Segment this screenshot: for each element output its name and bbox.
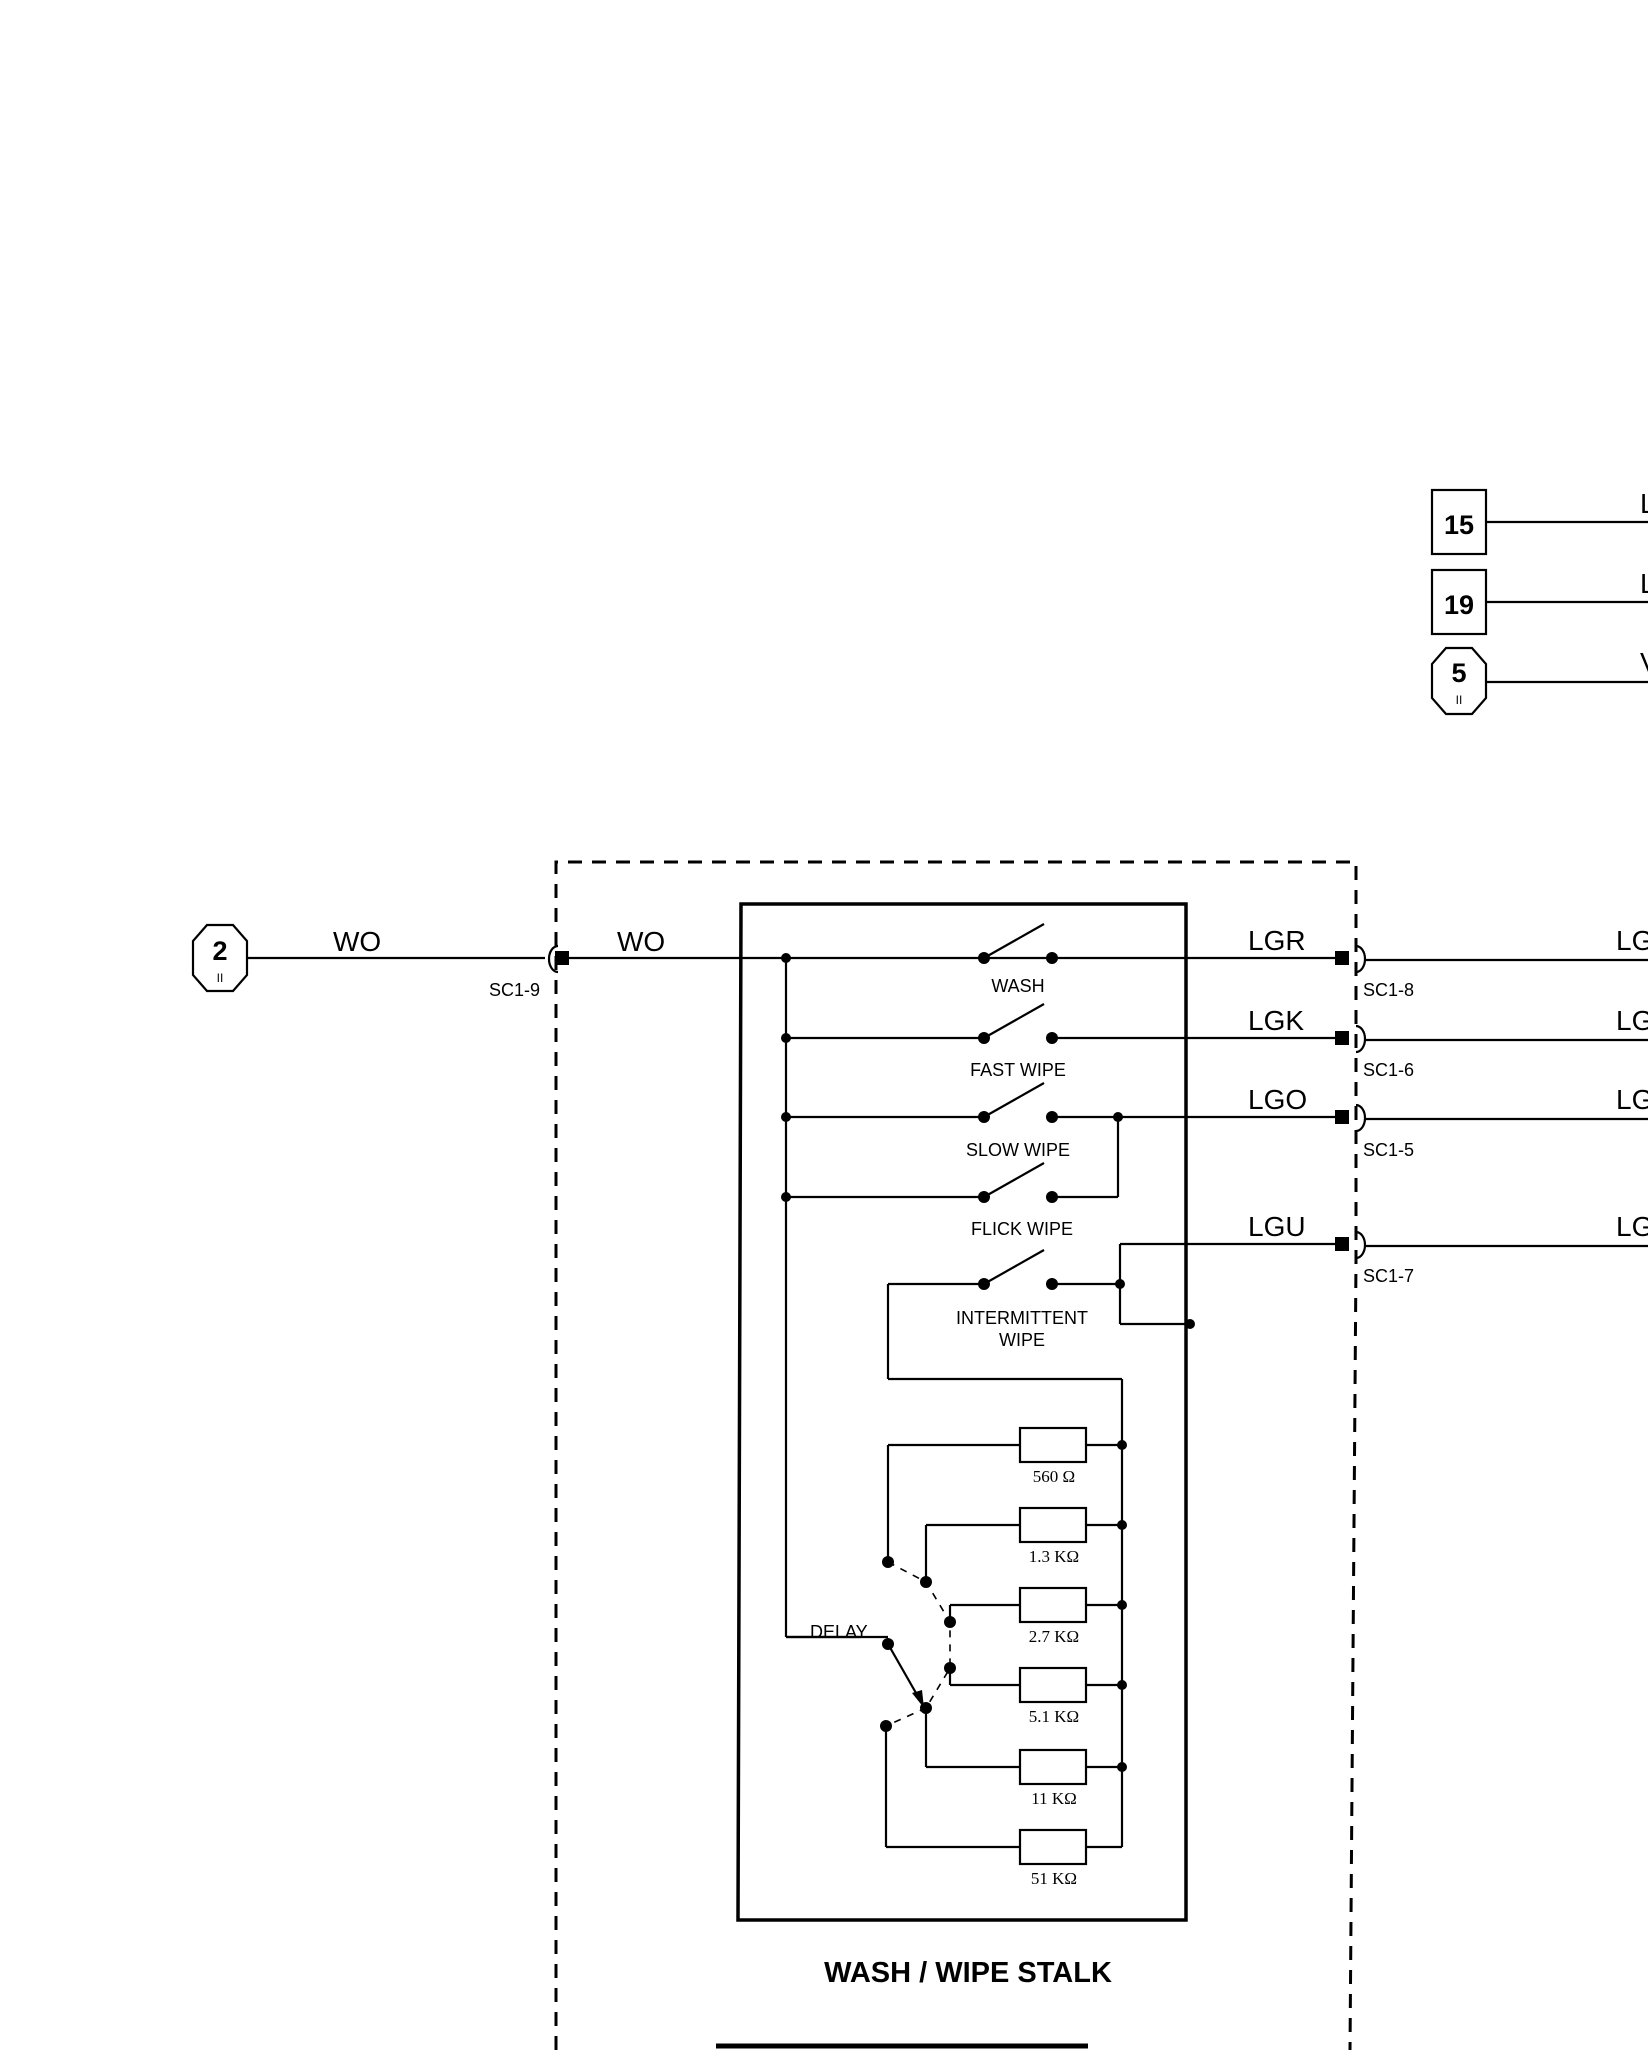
cut-wire-label-lg-1: LG	[1616, 925, 1648, 956]
connector-sc1-9-label: SC1-9	[489, 980, 540, 1000]
ref-2-label: 2	[212, 936, 227, 966]
cut-wire-label-5: V	[1640, 647, 1648, 678]
switch-wash-label: WASH	[991, 976, 1044, 996]
wire-label-lgr: LGR	[1248, 925, 1306, 956]
ref-2-sub: II	[217, 971, 224, 985]
resistor-51k-label: 51 KΩ	[1031, 1869, 1077, 1888]
connector-sc1-9-pin	[555, 951, 569, 965]
connector-sc1-8-label: SC1-8	[1363, 980, 1414, 1000]
reference-octagon-5: 5 II V	[1430, 646, 1648, 716]
switch-box	[736, 902, 1188, 1922]
ref-5-label: 5	[1451, 658, 1466, 688]
delay-label: DELAY	[810, 1622, 868, 1642]
resistor-51k: 51 KΩ	[886, 1828, 1122, 1888]
cut-wire-label-15: L	[1640, 488, 1648, 519]
reference-box-15: 15 L	[1430, 488, 1648, 556]
ref-19-label: 19	[1444, 590, 1474, 620]
switch-fast-wipe-label: FAST WIPE	[970, 1060, 1066, 1080]
connector-sc1-7: LGU SC1-7 LG	[1248, 1211, 1648, 1286]
resistor-1k3-label: 1.3 KΩ	[1029, 1547, 1079, 1566]
switch-slow-wipe-label: SLOW WIPE	[966, 1140, 1070, 1160]
resistor-11k-label: 11 KΩ	[1031, 1789, 1077, 1808]
stalk-boundary	[554, 860, 1358, 2050]
switch-flick-wipe: FLICK WIPE	[971, 1117, 1120, 1239]
cut-wire-label-19: L	[1640, 568, 1648, 599]
switch-intermittent-label-2: WIPE	[999, 1330, 1045, 1350]
resistor-560-label: 560 Ω	[1033, 1467, 1075, 1486]
wire-label-lgu: LGU	[1248, 1211, 1306, 1242]
resistor-1k3: 1.3 KΩ	[926, 1506, 1127, 1566]
connector-sc1-7-label: SC1-7	[1363, 1266, 1414, 1286]
cut-wire-label-lg-2: LG	[1616, 1005, 1648, 1036]
switch-flick-wipe-label: FLICK WIPE	[971, 1219, 1073, 1239]
reference-octagon-2: 2 II	[191, 923, 249, 993]
connector-sc1-8: LGR SC1-8 LG	[1248, 925, 1648, 1000]
connector-sc1-9-socket	[547, 944, 559, 974]
ref-15-label: 15	[1444, 510, 1474, 540]
switch-wash: WASH	[978, 923, 1335, 996]
resistor-11k: 11 KΩ	[926, 1748, 1127, 1808]
connector-sc1-6: LGK SC1-6 LG	[1248, 1005, 1648, 1080]
resistor-560: 560 Ω	[888, 1426, 1127, 1486]
resistor-2k7: 2.7 KΩ	[950, 1586, 1127, 1646]
resistor-5k1-label: 5.1 KΩ	[1029, 1707, 1079, 1726]
wire-label-lgo: LGO	[1248, 1084, 1307, 1115]
connector-sc1-5: LGO SC1-5 LG	[1248, 1084, 1648, 1160]
resistor-2k7-label: 2.7 KΩ	[1029, 1627, 1079, 1646]
connector-sc1-6-label: SC1-6	[1363, 1060, 1414, 1080]
cut-wire-label-lg-3: LG	[1616, 1084, 1648, 1115]
ref-5-sub: II	[1456, 693, 1463, 707]
delay-selector: DELAY	[786, 1445, 956, 1847]
cut-wire-label-lg-4: LG	[1616, 1211, 1648, 1242]
reference-box-19: 19 L	[1430, 568, 1648, 636]
switch-intermittent-label-1: INTERMITTENT	[956, 1308, 1088, 1328]
wire-label-wo-inner: WO	[617, 926, 665, 957]
resistor-5k1: 5.1 KΩ	[950, 1666, 1127, 1726]
connector-sc1-5-label: SC1-5	[1363, 1140, 1414, 1160]
wire-label-lgk: LGK	[1248, 1005, 1304, 1036]
wire-label-wo-left: WO	[333, 926, 381, 957]
switch-intermittent-wipe: INTERMITTENT WIPE	[886, 1242, 1335, 1381]
switch-fast-wipe: FAST WIPE	[970, 1003, 1335, 1080]
diagram-title: WASH / WIPE STALK	[824, 1957, 1112, 1989]
